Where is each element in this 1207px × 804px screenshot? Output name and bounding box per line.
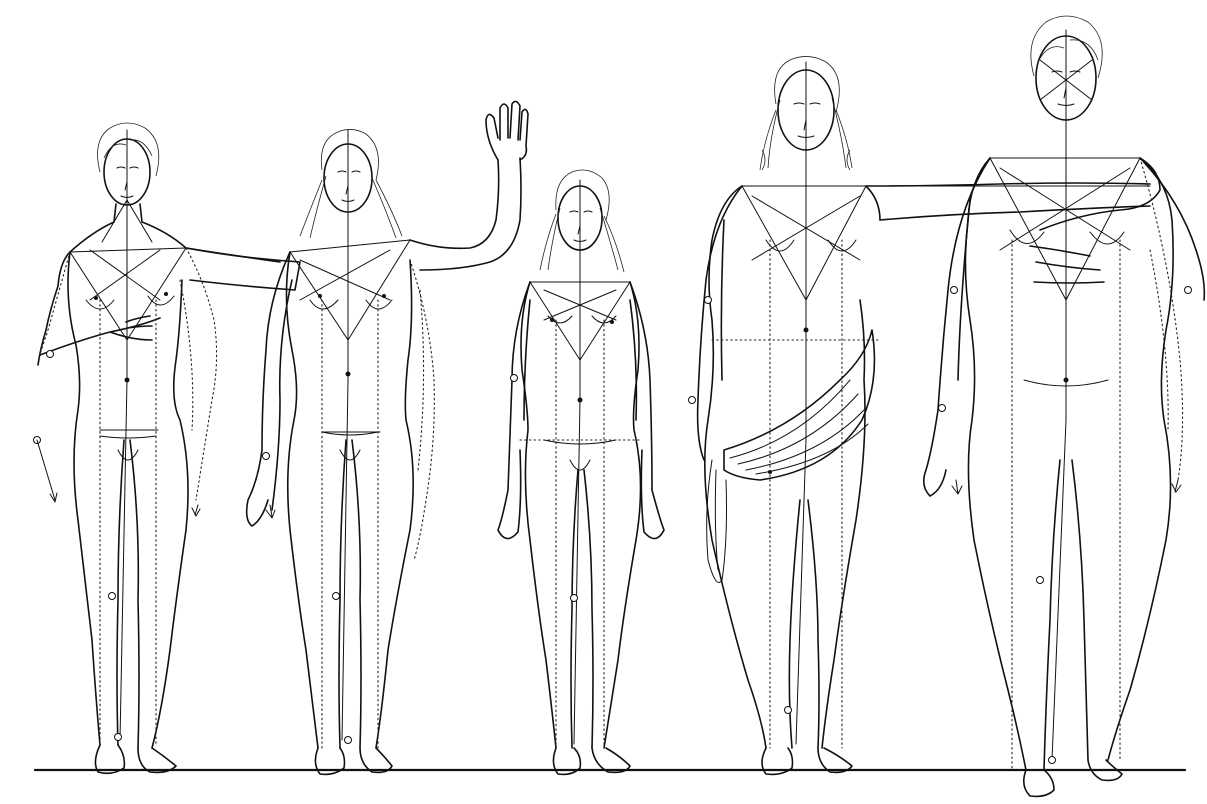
figure-1 bbox=[34, 123, 301, 773]
figure-1-hand bbox=[40, 316, 160, 355]
figure-3-hair bbox=[540, 170, 624, 272]
figure-4 bbox=[689, 56, 1151, 774]
figure-2-raised-hand bbox=[486, 101, 528, 160]
figure-5 bbox=[924, 16, 1205, 796]
figure-4-extended-arm bbox=[866, 183, 1150, 220]
figure-2 bbox=[247, 101, 528, 774]
figure-5-torso bbox=[965, 158, 1173, 770]
figure-4-torso bbox=[705, 186, 880, 748]
figure-3 bbox=[498, 170, 664, 774]
figure-4-drapery bbox=[724, 330, 874, 480]
figure-2-hair bbox=[300, 129, 402, 238]
figure-3-torso bbox=[521, 282, 641, 748]
figure-2-raised-arm bbox=[410, 158, 521, 270]
figure-5-feet bbox=[1024, 760, 1122, 796]
figure-2-torso bbox=[286, 252, 413, 748]
figure-5-hair bbox=[1031, 16, 1102, 78]
figure-5-hand bbox=[1030, 158, 1160, 283]
